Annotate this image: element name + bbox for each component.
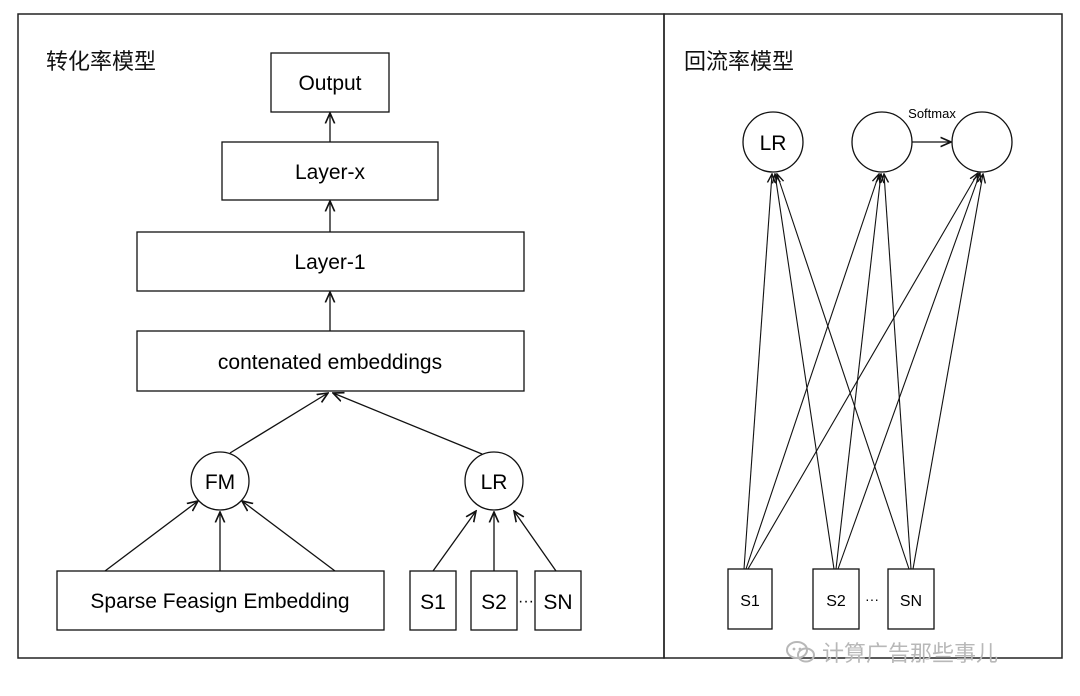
watermark: 计算广告那些事儿 bbox=[786, 636, 998, 668]
ellipsis-right: ··· bbox=[865, 591, 879, 607]
arrow-fm-to-concat bbox=[229, 393, 328, 454]
layer-x-box: Layer-x bbox=[221, 141, 439, 201]
layer-1-label: Layer-1 bbox=[294, 251, 365, 274]
s1-box-right: S1 bbox=[727, 568, 773, 630]
concat-box: contenated embeddings bbox=[136, 330, 525, 392]
s1-right-label: S1 bbox=[740, 593, 760, 610]
right-connections bbox=[743, 173, 983, 570]
arrow-sparse-to-fm-left bbox=[104, 501, 198, 572]
sparse-embedding-label: Sparse Feasign Embedding bbox=[90, 590, 349, 613]
ellipsis-left: ··· bbox=[518, 593, 534, 610]
lr-node-right: LR bbox=[742, 111, 804, 173]
watermark-text: 计算广告那些事儿 bbox=[822, 642, 999, 667]
left-panel-title: 转化率模型 bbox=[46, 50, 157, 75]
output-box: Output bbox=[270, 52, 390, 113]
softmax-label: Softmax bbox=[908, 106, 956, 121]
s1-left-label: S1 bbox=[420, 591, 446, 614]
fm-node: FM bbox=[190, 451, 250, 511]
concat-label: contenated embeddings bbox=[218, 351, 442, 374]
s2-left-label: S2 bbox=[481, 591, 507, 614]
sn-box-right: SN bbox=[887, 568, 935, 630]
arrow-s1-to-lr bbox=[432, 511, 476, 572]
arrow-lr-to-concat bbox=[333, 393, 483, 455]
right-panel-frame bbox=[663, 13, 1063, 659]
sparse-embedding-box: Sparse Feasign Embedding bbox=[56, 570, 385, 631]
wechat-icon bbox=[786, 641, 816, 663]
s2-box-right: S2 bbox=[812, 568, 860, 630]
output-label: Output bbox=[298, 72, 361, 95]
lr-left-label: LR bbox=[481, 471, 508, 494]
hidden-node bbox=[851, 111, 913, 173]
layer-x-label: Layer-x bbox=[295, 161, 366, 184]
softmax-node bbox=[951, 111, 1013, 173]
arrow-sparse-to-fm-right bbox=[242, 501, 336, 572]
sn-box-left: SN bbox=[534, 570, 582, 631]
lr-node-left: LR bbox=[464, 451, 524, 511]
lr-right-label: LR bbox=[760, 132, 787, 155]
arrow-sn-to-lr bbox=[514, 511, 557, 572]
s2-right-label: S2 bbox=[826, 593, 846, 610]
fm-label: FM bbox=[205, 471, 235, 494]
sn-left-label: SN bbox=[543, 591, 572, 614]
right-panel-title: 回流率模型 bbox=[684, 50, 795, 75]
s2-box-left: S2 bbox=[470, 570, 518, 631]
layer-1-box: Layer-1 bbox=[136, 231, 525, 292]
s1-box-left: S1 bbox=[409, 570, 457, 631]
sn-right-label: SN bbox=[900, 593, 922, 610]
